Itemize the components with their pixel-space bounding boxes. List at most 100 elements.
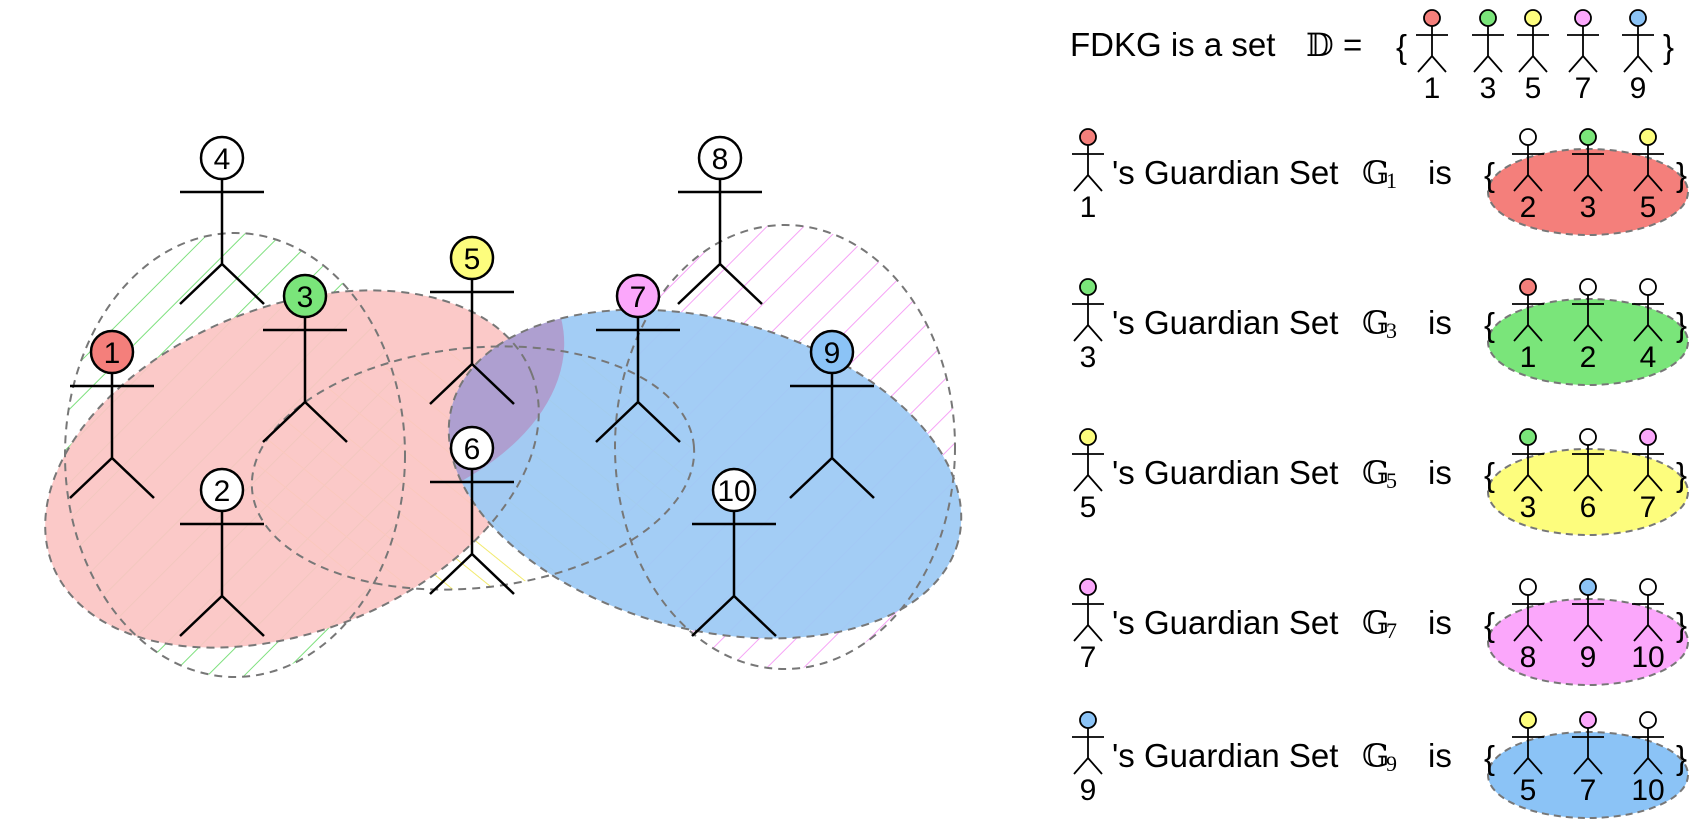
guardian-member-3: 3 [1572,128,1604,224]
open-brace: { [1484,739,1495,776]
figure-head [1639,278,1657,296]
open-brace: { [1484,456,1495,493]
guardian-set-phrase: 's Guardian Set [1112,454,1338,491]
region-g1-red [45,290,539,648]
figure-head [1629,9,1647,27]
figure-number: 1 [1520,341,1537,374]
guardian-set-regions [44,224,963,678]
person-2: 2 [179,467,265,637]
guardian-member-9: 9 [1572,578,1604,674]
fdkg-member-7: 7 [1567,9,1599,105]
figure-head [1579,711,1597,729]
person-number: 2 [214,475,231,508]
close-brace: } [1663,28,1674,65]
figure-head [1079,578,1097,596]
open-brace: { [1396,28,1407,65]
guardian-set-is: is [1428,604,1452,641]
guardian-set-subscript: 3 [1386,318,1397,343]
figure-body [1072,445,1104,492]
figure-number: 2 [1580,341,1597,374]
person-body [429,469,515,595]
figure-number: 7 [1080,641,1097,674]
figure-body [1517,26,1549,73]
person-4: 4 [179,135,265,305]
figure-number: 10 [1631,641,1664,674]
figure-body [1512,295,1544,342]
set-symbol-d: 𝔻 [1306,26,1334,64]
guardian-set-is: is [1428,454,1452,491]
open-brace: { [1484,156,1495,193]
figure-number: 1 [1080,191,1097,224]
figure-body [1572,145,1604,192]
figure-body [1632,445,1664,492]
figure-head [1519,578,1537,596]
person-number: 8 [712,143,729,176]
figure-head [1639,128,1657,146]
guardian-member-3: 3 [1512,428,1544,524]
figure-number: 5 [1640,191,1657,224]
close-brace: } [1676,606,1687,643]
figure-number: 3 [1480,72,1497,105]
guardian-set-symbol: 𝔾 [1362,154,1389,192]
figure-body [1072,145,1104,192]
person-5: 5 [429,235,515,405]
guardian-set-is: is [1428,154,1452,191]
person-number: 7 [630,281,647,314]
guardian-set-phrase: 's Guardian Set [1112,154,1338,191]
person-number: 5 [464,243,481,276]
guardian-set-subscript: 9 [1386,751,1397,776]
figure-number: 9 [1080,774,1097,807]
figure-head [1479,9,1497,27]
guardian-owner-3: 3 [1072,278,1104,374]
figure-number: 3 [1580,191,1597,224]
person-body [677,179,763,305]
guardian-set-symbol: 𝔾 [1362,454,1389,492]
figure-head [1579,128,1597,146]
person-body [789,373,875,499]
guardian-owner-1: 1 [1072,128,1104,224]
person-1: 1 [69,329,155,499]
person-body [691,511,777,637]
figure-number: 3 [1080,341,1097,374]
person-9: 9 [789,329,875,499]
guardian-set-symbol: 𝔾 [1362,737,1389,775]
guardian-set-is: is [1428,737,1452,774]
figure-head [1519,428,1537,446]
person-8: 8 [677,135,763,305]
figure-head [1079,278,1097,296]
figure-number: 7 [1580,774,1597,807]
guardian-owner-7: 7 [1072,578,1104,674]
figure-body [1572,295,1604,342]
figure-head [1639,578,1657,596]
figure-number: 4 [1640,341,1657,374]
figure-number: 6 [1580,491,1597,524]
figure-head [1519,128,1537,146]
guardian-set-symbol: 𝔾 [1362,304,1389,342]
guardian-member-2: 2 [1572,278,1604,374]
person-number: 6 [464,433,481,466]
guardian-set-is: is [1428,304,1452,341]
figure-head [1519,711,1537,729]
figure-head [1639,711,1657,729]
person-6: 6 [429,425,515,595]
fdkg-member-1: 1 [1416,9,1448,105]
figure-body [1472,26,1504,73]
fdkg-member-9: 9 [1622,9,1654,105]
figure-body [1632,728,1664,775]
guardian-member-7: 7 [1632,428,1664,524]
figure-head [1079,428,1097,446]
figure-head [1579,278,1597,296]
figure-body [1512,145,1544,192]
equals-sign: = [1343,26,1362,63]
figure-body [1072,728,1104,775]
person-3: 3 [262,273,348,443]
guardian-set-subscript: 7 [1386,618,1397,643]
guardian-member-5: 5 [1632,128,1664,224]
open-brace: { [1484,306,1495,343]
guardian-owner-5: 5 [1072,428,1104,524]
